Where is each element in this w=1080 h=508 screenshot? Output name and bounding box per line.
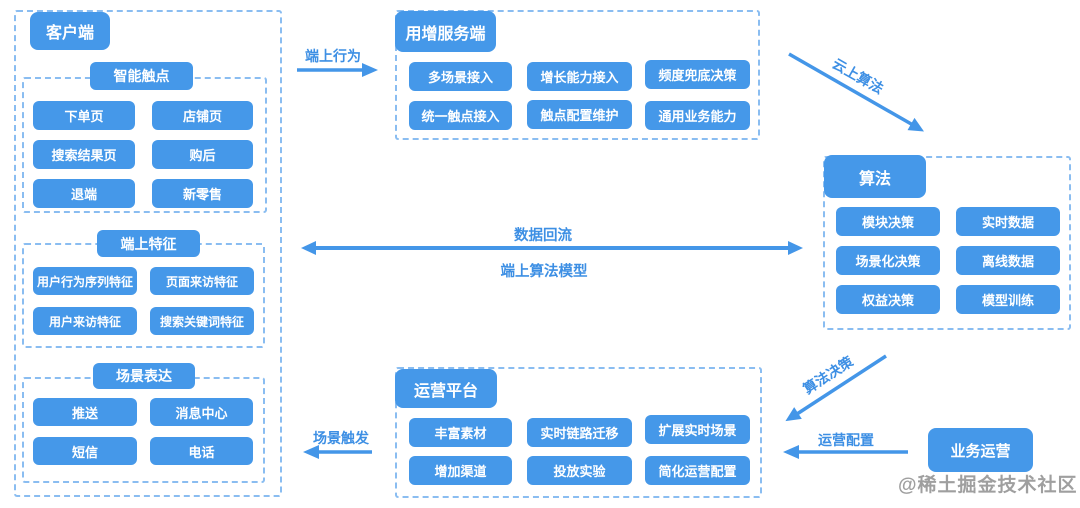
smart-touchpoints-header: 智能触点 — [90, 62, 193, 90]
touchpoint-node: 退端 — [33, 179, 135, 208]
device-features-header: 端上特征 — [97, 230, 200, 257]
operation-platform-panel — [395, 367, 762, 498]
algorithm-decision-label: 算法决策 — [800, 353, 856, 397]
operation-node: 投放实验 — [527, 456, 632, 485]
feature-node: 页面来访特征 — [150, 267, 254, 295]
operation-node: 增加渠道 — [409, 456, 512, 485]
business-operation-node: 业务运营 — [928, 428, 1033, 472]
growth-service-node: 通用业务能力 — [645, 101, 750, 130]
growth-service-panel — [395, 10, 760, 140]
client-panel-header: 客户端 — [30, 12, 110, 50]
cloud-algorithm-label: 云上算法 — [829, 55, 887, 97]
feature-node: 用户来访特征 — [33, 307, 137, 335]
operation-node: 扩展实时场景 — [645, 415, 750, 444]
feature-node: 用户行为序列特征 — [33, 267, 137, 295]
scene-trigger-label: 场景触发 — [313, 430, 369, 446]
touchpoint-node: 搜索结果页 — [33, 140, 135, 169]
data-backflow-label: 数据回流 — [514, 228, 572, 244]
scene-expression-section — [22, 377, 265, 483]
algorithm-panel — [823, 156, 1071, 330]
scene-node: 消息中心 — [150, 398, 253, 426]
growth-service-node: 统一触点接入 — [409, 101, 512, 130]
device-behavior-label: 端上行为 — [305, 48, 361, 64]
algorithm-node: 权益决策 — [836, 285, 940, 314]
operation-node: 丰富素材 — [409, 418, 512, 447]
scene-node: 推送 — [33, 398, 137, 426]
touchpoint-node: 店铺页 — [152, 101, 253, 130]
algorithm-header: 算法 — [824, 155, 926, 198]
algorithm-node: 离线数据 — [956, 246, 1060, 275]
algorithm-node: 模块决策 — [836, 207, 940, 236]
scene-node: 电话 — [150, 437, 253, 465]
growth-service-node: 频度兜底决策 — [645, 60, 750, 89]
watermark: @稀土掘金技术社区 — [898, 475, 1078, 496]
algorithm-node: 实时数据 — [956, 207, 1060, 236]
growth-service-header: 用增服务端 — [395, 11, 496, 52]
device-algorithm-model-label: 端上算法模型 — [500, 264, 588, 280]
algorithm-node: 场景化决策 — [836, 246, 940, 275]
growth-service-node: 触点配置维护 — [527, 100, 632, 129]
touchpoint-node: 购后 — [152, 140, 253, 169]
operation-node: 实时链路迁移 — [527, 418, 632, 447]
algorithm-node: 模型训练 — [956, 285, 1060, 314]
feature-node: 搜索关键词特征 — [150, 307, 254, 335]
operation-platform-header: 运营平台 — [395, 369, 497, 408]
scene-node: 短信 — [33, 437, 137, 465]
client-panel — [14, 10, 282, 497]
touchpoint-node: 新零售 — [152, 179, 253, 208]
scene-expression-header: 场景表达 — [93, 363, 195, 389]
growth-service-node: 多场景接入 — [409, 62, 512, 91]
growth-service-node: 增长能力接入 — [527, 62, 632, 91]
operation-node: 简化运营配置 — [645, 456, 750, 485]
touchpoint-node: 下单页 — [33, 101, 135, 130]
operation-config-label: 运营配置 — [818, 432, 874, 448]
